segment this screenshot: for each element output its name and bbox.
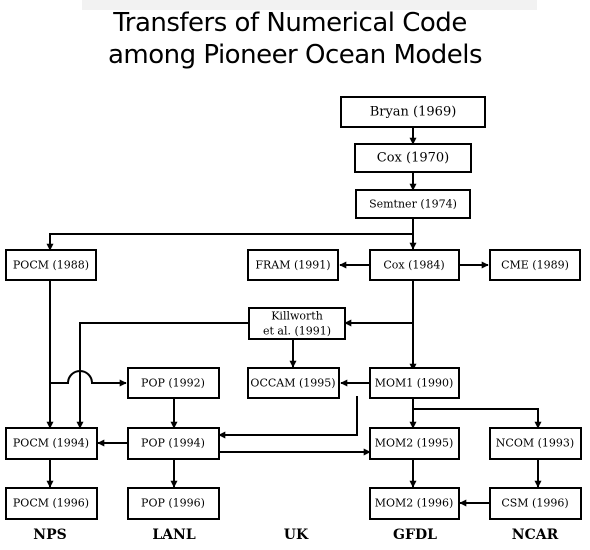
node-cox-1984: Cox (1984) bbox=[369, 249, 460, 281]
arrow-semtner-to-pocm1988 bbox=[46, 233, 413, 251]
node-pop-1994: POP (1994) bbox=[127, 427, 220, 460]
node-killworth-1991: Killworth et al. (1991) bbox=[248, 307, 346, 340]
node-csm-1996: CSM (1996) bbox=[489, 487, 582, 520]
svg-text:Cox (1984): Cox (1984) bbox=[383, 259, 444, 272]
svg-text:MOM1 (1990): MOM1 (1990) bbox=[375, 377, 454, 390]
arrow-killworth-to-pocm1994 bbox=[76, 322, 249, 429]
node-pocm-1996: POCM (1996) bbox=[5, 487, 98, 520]
node-pop-1996: POP (1996) bbox=[127, 487, 220, 520]
node-cox-1970: Cox (1970) bbox=[354, 143, 472, 173]
node-cme-1989: CME (1989) bbox=[489, 249, 581, 281]
arrow-mom1-to-ncom bbox=[413, 408, 542, 429]
node-bryan-1969: Bryan (1969) bbox=[340, 96, 486, 128]
institution-label-ncar: NCAR bbox=[512, 527, 559, 543]
node-mom1-1990: MOM1 (1990) bbox=[369, 367, 460, 399]
diagram-title-line-1: Transfers of Numerical Code bbox=[113, 8, 467, 38]
arrow-mom1-to-pop1994 bbox=[218, 396, 358, 439]
node-pocm-1988: POCM (1988) bbox=[5, 249, 97, 281]
svg-text:POCM (1994): POCM (1994) bbox=[13, 437, 89, 450]
svg-text:POP (1996): POP (1996) bbox=[141, 497, 205, 510]
svg-text:Cox (1970): Cox (1970) bbox=[377, 151, 449, 166]
svg-text:CME (1989): CME (1989) bbox=[501, 259, 569, 272]
diagram-title-line-2: among Pioneer Ocean Models bbox=[107, 40, 483, 70]
institution-label-lanl: LANL bbox=[152, 527, 196, 543]
institution-label-nps: NPS bbox=[33, 527, 66, 543]
svg-text:MOM2 (1996): MOM2 (1996) bbox=[375, 497, 454, 510]
connectors bbox=[46, 127, 542, 507]
svg-text:POCM (1988): POCM (1988) bbox=[13, 259, 89, 272]
node-pocm-1994: POCM (1994) bbox=[5, 427, 98, 460]
node-ncom-1993: NCOM (1993) bbox=[489, 427, 582, 460]
node-mom2-1996: MOM2 (1996) bbox=[369, 487, 460, 520]
svg-text:MOM2 (1995): MOM2 (1995) bbox=[375, 437, 454, 450]
title-background-bar bbox=[82, 0, 537, 10]
node-pop-1992: POP (1992) bbox=[127, 367, 220, 399]
svg-text:NCOM (1993): NCOM (1993) bbox=[496, 437, 574, 450]
arrow-pocm1988-to-pop1992 bbox=[50, 370, 127, 387]
node-mom2-1995: MOM2 (1995) bbox=[369, 427, 460, 460]
svg-text:Bryan (1969): Bryan (1969) bbox=[370, 105, 457, 120]
node-fram-1991: FRAM (1991) bbox=[247, 249, 339, 281]
svg-text:Killworth: Killworth bbox=[271, 310, 323, 323]
svg-text:POCM (1996): POCM (1996) bbox=[13, 497, 89, 510]
svg-text:POP (1994): POP (1994) bbox=[141, 437, 205, 450]
svg-text:CSM (1996): CSM (1996) bbox=[501, 497, 568, 510]
node-semtner-1974: Semtner (1974) bbox=[355, 189, 471, 219]
institution-label-uk: UK bbox=[284, 527, 309, 543]
svg-text:Semtner (1974): Semtner (1974) bbox=[369, 198, 457, 211]
svg-text:et al. (1991): et al. (1991) bbox=[263, 325, 331, 338]
svg-text:POP (1992): POP (1992) bbox=[141, 377, 205, 390]
node-occam-1995: OCCAM (1995) bbox=[247, 367, 340, 399]
svg-text:FRAM (1991): FRAM (1991) bbox=[255, 259, 330, 272]
institution-label-gfdl: GFDL bbox=[393, 527, 437, 543]
svg-text:OCCAM (1995): OCCAM (1995) bbox=[250, 377, 335, 390]
